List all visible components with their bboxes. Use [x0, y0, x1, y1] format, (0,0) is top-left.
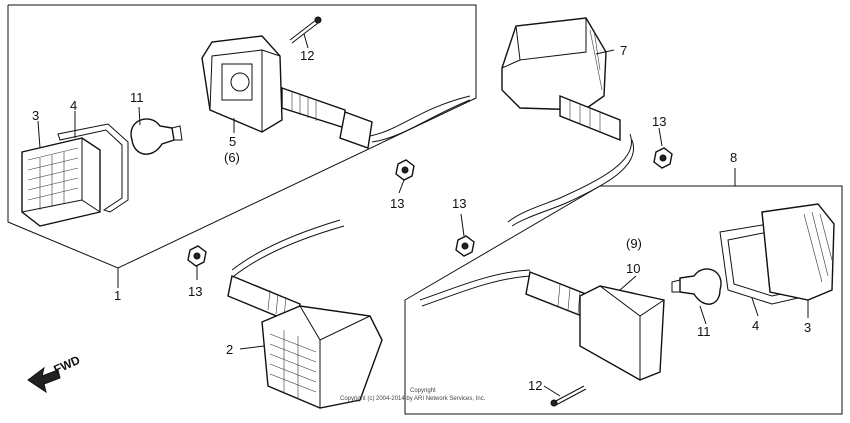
group-1-boundary [7, 4, 477, 288]
nut-13-b [653, 147, 673, 169]
label-part-3-left: 3 [32, 108, 39, 123]
group-8-boundary [404, 168, 843, 415]
gasket-left [57, 123, 129, 213]
label-part-11-right: 11 [697, 324, 711, 339]
screw-12-top [289, 16, 322, 44]
fwd-arrow [27, 366, 61, 394]
label-part-13-c: 13 [452, 196, 466, 211]
label-part-4-left: 4 [70, 98, 77, 113]
label-part-11-left: 11 [130, 90, 144, 105]
label-part-8: 8 [730, 150, 737, 165]
label-part-13-b: 13 [652, 114, 666, 129]
label-part-13-d: 13 [188, 284, 202, 299]
label-part-5: 5 [229, 134, 236, 149]
copyright-line-2: Copyright (c) 2004-2014 by ARI Network S… [340, 396, 486, 402]
label-part-3-right: 3 [804, 320, 811, 335]
nut-13-d [187, 245, 207, 267]
housing-2 [227, 219, 383, 409]
housing-10 [419, 269, 665, 381]
screw-12-bottom [550, 385, 587, 407]
label-part-7: 7 [620, 43, 627, 58]
label-part-13-a: 13 [390, 196, 404, 211]
copyright-line-1: Copyright [410, 388, 436, 394]
label-part-12-top: 12 [300, 48, 314, 63]
bulb-left [130, 118, 183, 155]
label-part-2: 2 [226, 342, 233, 357]
label-part-12-bottom: 12 [528, 378, 542, 393]
label-part-9: (9) [626, 236, 642, 251]
label-part-4-right: 4 [752, 318, 759, 333]
leader-lines [37, 33, 809, 397]
housing-7 [501, 17, 635, 227]
callout-labels: 1 2 3 3 4 4 5 (6) 7 8 (9) 10 11 11 12 12… [32, 43, 811, 393]
nut-13-a [395, 159, 415, 181]
lens-left [21, 137, 101, 227]
label-part-6: (6) [224, 150, 240, 165]
lens-right [761, 203, 835, 301]
label-part-10: 10 [626, 261, 640, 276]
bulb-right [671, 268, 722, 305]
label-part-1: 1 [114, 288, 121, 303]
housing-5 [201, 35, 471, 149]
nut-13-c [455, 235, 475, 257]
fwd-label: FWD [52, 353, 83, 377]
